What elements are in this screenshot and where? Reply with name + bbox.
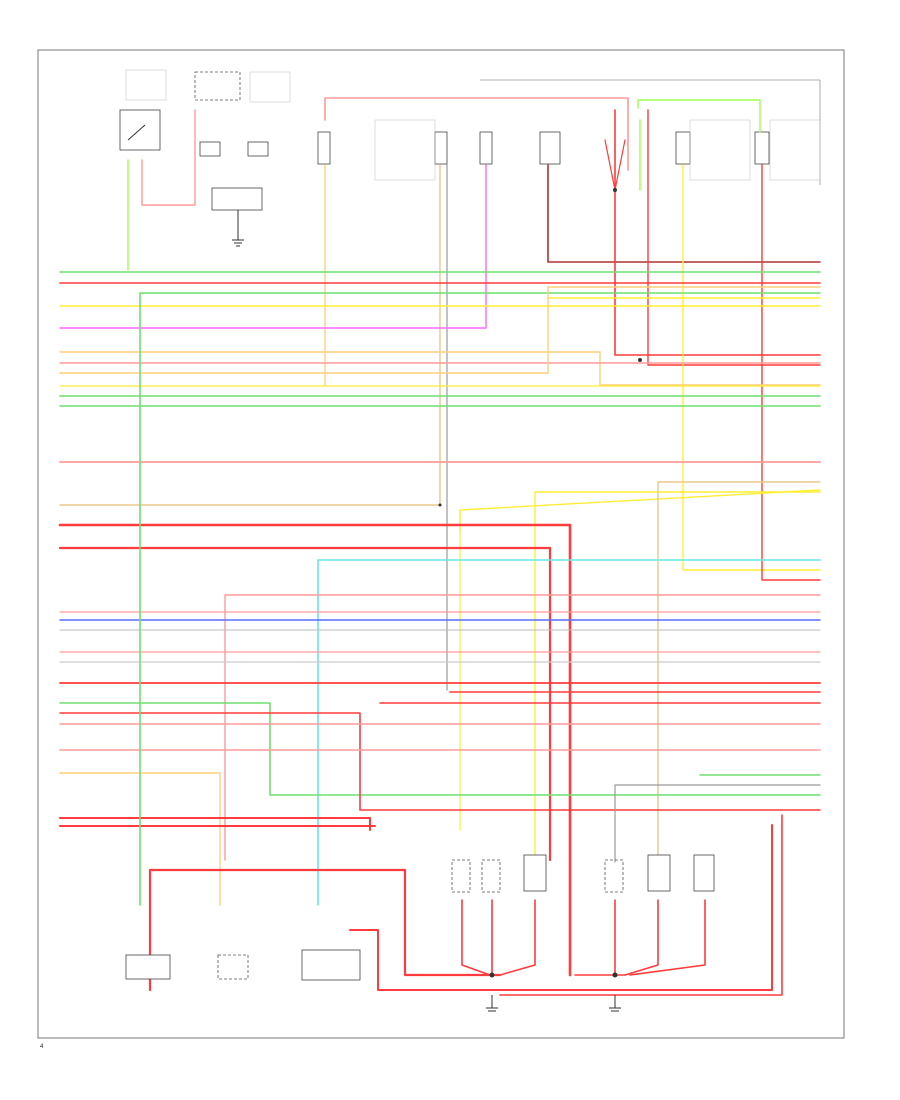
wire	[629, 899, 706, 976]
wire	[59, 351, 821, 386]
connector-c6	[754, 131, 770, 165]
diagram-frame	[37, 49, 845, 1039]
wire	[59, 164, 441, 506]
wire	[59, 817, 371, 831]
wire	[499, 899, 536, 976]
wire	[614, 784, 821, 863]
relay-base	[211, 187, 263, 211]
wire	[624, 899, 659, 976]
wire	[224, 594, 821, 861]
wire	[534, 491, 821, 861]
relay-box-a	[199, 141, 221, 157]
wire	[682, 164, 821, 571]
connector-c5	[675, 131, 691, 165]
wire	[657, 481, 821, 861]
corner-code: 4	[40, 1044, 44, 1050]
relay-block	[194, 71, 241, 101]
wire	[647, 109, 821, 366]
wire	[637, 99, 761, 133]
wire	[59, 164, 487, 329]
sensor-3	[523, 854, 547, 892]
connector-c3	[479, 131, 493, 165]
wire	[59, 286, 549, 374]
wire	[59, 772, 221, 906]
wire	[547, 164, 821, 263]
wire	[349, 929, 501, 991]
wire	[58, 523, 572, 977]
module-1	[125, 954, 171, 980]
module-2	[217, 954, 249, 980]
connector-c1	[317, 131, 331, 165]
wire	[614, 109, 821, 356]
connector-c2	[434, 131, 448, 165]
wire	[317, 559, 821, 906]
sensor-6	[693, 854, 715, 892]
wire	[59, 702, 821, 796]
sensor-4	[604, 859, 624, 893]
module-3	[301, 949, 361, 981]
top-components	[119, 69, 821, 247]
wire	[148, 868, 502, 992]
wire	[499, 814, 783, 996]
sensor-5	[647, 854, 671, 892]
connector-c4	[539, 131, 561, 165]
wire	[324, 97, 629, 171]
wire	[141, 109, 196, 206]
sensor-1	[451, 859, 471, 893]
relay-box-b	[247, 141, 269, 157]
wire	[461, 899, 491, 976]
sensor-2	[481, 859, 501, 893]
wire	[499, 824, 773, 991]
wire	[58, 546, 552, 862]
bottom-components	[125, 854, 715, 1012]
splices	[438, 188, 642, 978]
wire	[761, 164, 821, 581]
wire	[59, 712, 821, 811]
